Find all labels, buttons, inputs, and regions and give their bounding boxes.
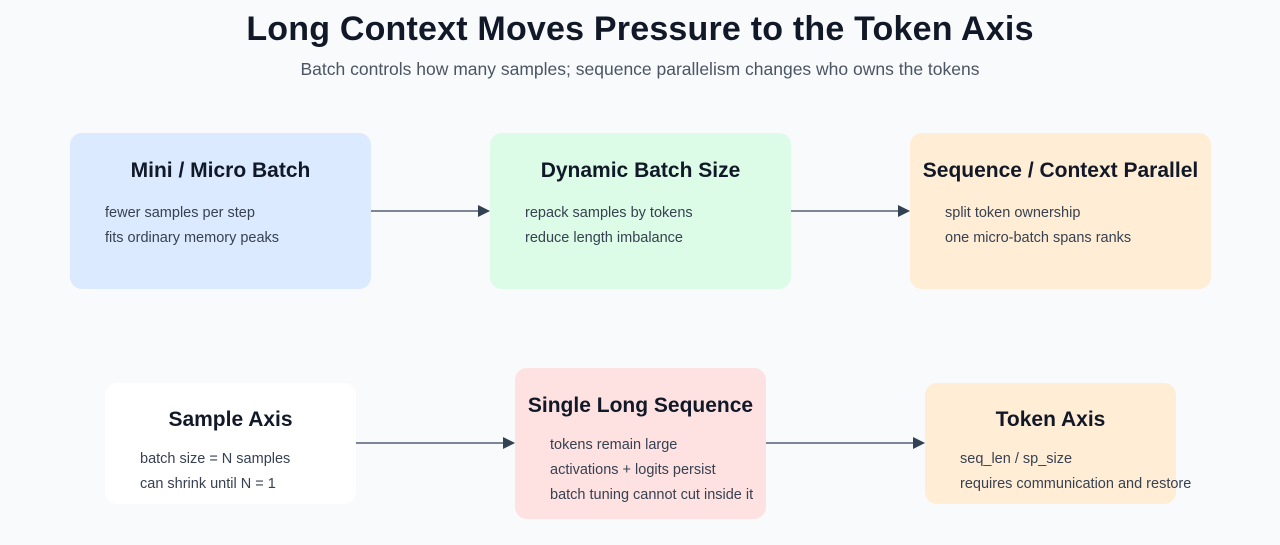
node-line: seq_len / sp_size xyxy=(960,451,1073,467)
node-title: Dynamic Batch Size xyxy=(540,159,741,182)
node-line: batch tuning cannot cut inside it xyxy=(550,487,754,503)
node-dynamic-batch-size: Dynamic Batch Size repack samples by tok… xyxy=(490,133,791,289)
diagram-title: Long Context Moves Pressure to the Token… xyxy=(246,10,1034,48)
node-sequence-context-parallel: Sequence / Context Parallel split token … xyxy=(910,133,1211,289)
node-mini-micro-batch: Mini / Micro Batch fewer samples per ste… xyxy=(70,133,371,289)
node-line: reduce length imbalance xyxy=(525,230,683,246)
node-line: batch size = N samples xyxy=(140,451,291,467)
node-title: Sample Axis xyxy=(168,408,293,431)
node-single-long-sequence: Single Long Sequence tokens remain large… xyxy=(515,368,766,519)
node-token-axis: Token Axis seq_len / sp_size requires co… xyxy=(925,383,1191,504)
node-line: tokens remain large xyxy=(550,437,678,453)
node-line: fits ordinary memory peaks xyxy=(105,230,280,246)
diagram-subtitle: Batch controls how many samples; sequenc… xyxy=(300,59,980,79)
node-title: Single Long Sequence xyxy=(527,394,754,417)
node-sample-axis: Sample Axis batch size = N samples can s… xyxy=(105,383,356,504)
node-line: repack samples by tokens xyxy=(525,205,693,221)
node-line: split token ownership xyxy=(945,205,1081,221)
node-title: Token Axis xyxy=(995,408,1106,431)
node-title: Mini / Micro Batch xyxy=(130,159,311,182)
node-line: can shrink until N = 1 xyxy=(140,476,276,492)
node-title: Sequence / Context Parallel xyxy=(922,159,1199,182)
node-line: requires communication and restore xyxy=(960,476,1192,492)
node-line: activations + logits persist xyxy=(550,462,716,478)
node-line: fewer samples per step xyxy=(105,205,255,221)
node-line: one micro-batch spans ranks xyxy=(945,230,1132,246)
